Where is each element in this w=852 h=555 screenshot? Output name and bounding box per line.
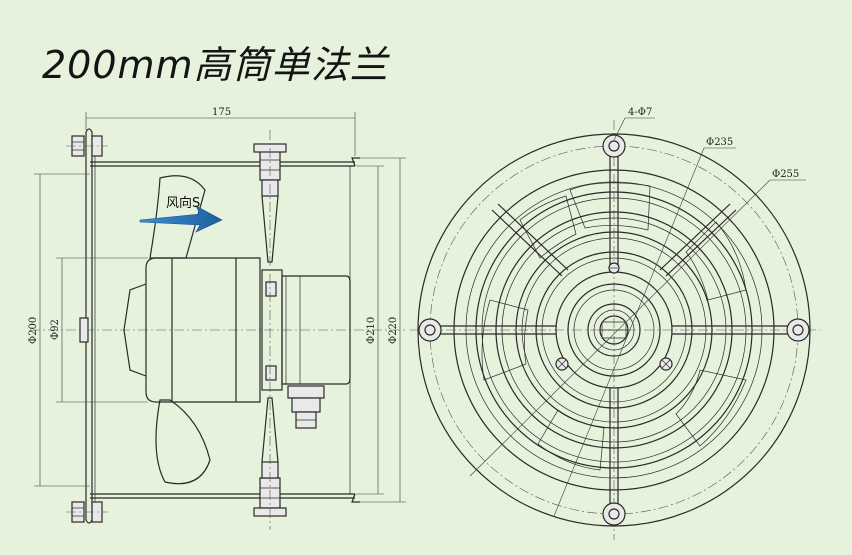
airflow-label: 风向S [166, 195, 200, 211]
front-view: 4-Φ7 Φ235 Φ255 [410, 107, 820, 540]
dimension-dia-210-text: Φ210 [366, 317, 377, 344]
dimension-175-text: 175 [212, 107, 231, 118]
flange [66, 128, 108, 524]
mount-hole-top [602, 134, 626, 158]
motor-hub [599, 315, 629, 345]
airflow-arrow [139, 205, 223, 233]
dimension-175: 175 [85, 107, 356, 156]
dimension-dia-92: Φ92 [50, 257, 148, 403]
mount-hole-bottom [602, 502, 626, 526]
mounting-bracket [253, 130, 287, 530]
dia-235-label: Φ235 [706, 137, 733, 148]
housing-tube [90, 157, 360, 503]
leader-holes: 4-Φ7 [613, 107, 655, 141]
dimension-dia-210: Φ210 [356, 165, 384, 495]
hub-screw-top [608, 262, 620, 274]
fan-blades [149, 175, 211, 485]
dimension-dia-200-text: Φ200 [28, 317, 39, 344]
leader-dia-255: Φ255 [469, 169, 806, 477]
cable-gland [287, 385, 325, 429]
flange-bolt-top [66, 135, 108, 157]
holes-label: 4-Φ7 [628, 107, 652, 118]
motor-body [123, 257, 351, 429]
mount-hole-right [786, 318, 810, 342]
dimension-dia-92-text: Φ92 [50, 319, 61, 340]
dimension-dia-220-text: Φ220 [388, 317, 399, 344]
dimension-dia-220: Φ220 [360, 157, 406, 503]
page-title: 200mm高筒单法兰 [42, 43, 389, 87]
side-view: 风向S 175 Φ200 Φ92 Φ210 [28, 107, 406, 530]
flange-bolt-bottom [66, 501, 108, 523]
leader-dia-235: Φ235 [553, 137, 736, 517]
hub-screw-left [555, 357, 569, 371]
dia-255-label: Φ255 [772, 169, 799, 180]
guard-grill [434, 150, 794, 510]
dimension-dia-200: Φ200 [28, 173, 90, 487]
mount-hole-left [418, 318, 442, 342]
hub-screw-right [659, 357, 673, 371]
